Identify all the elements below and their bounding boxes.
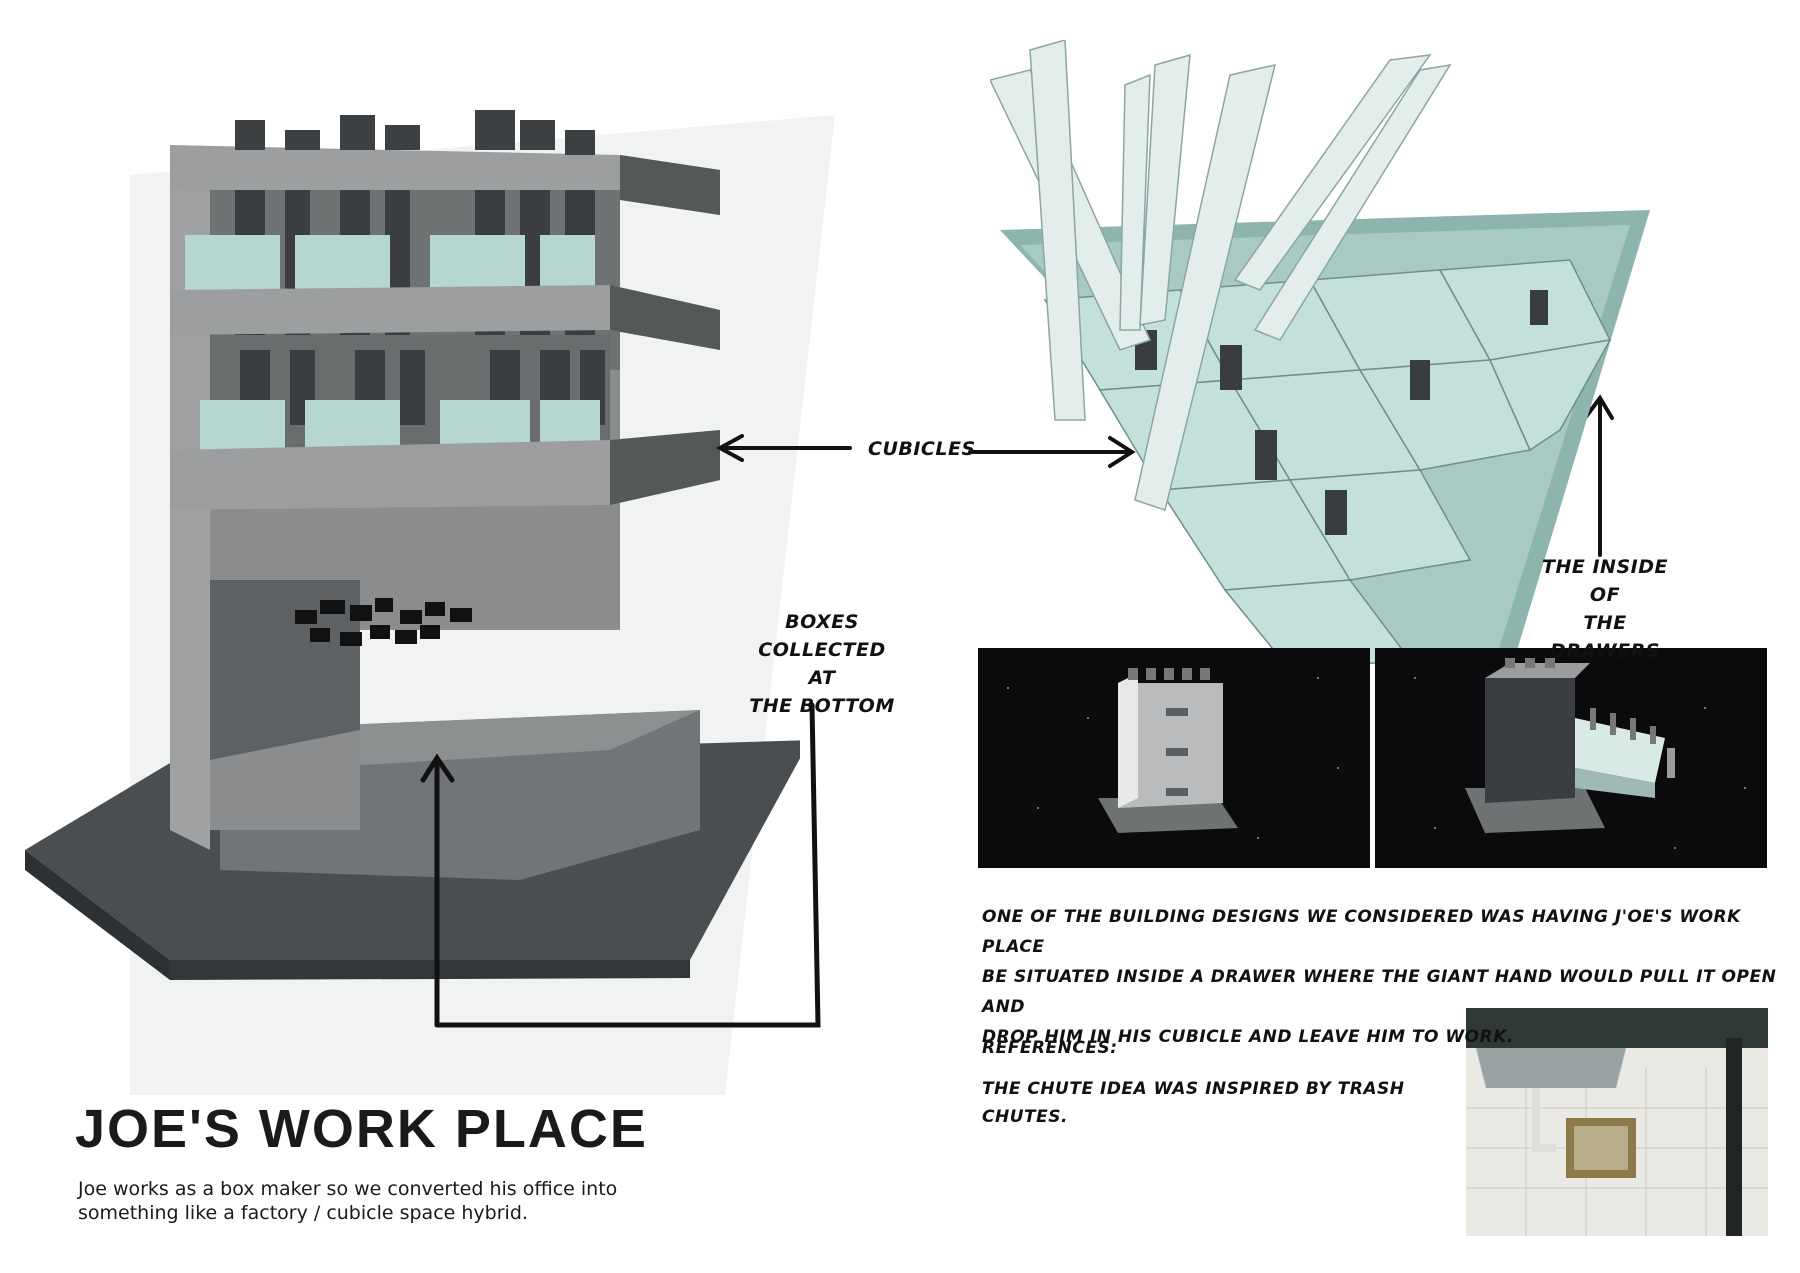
description-line-2: BE SITUATED INSIDE A DRAWER WHERE THE GI… xyxy=(982,967,1777,1017)
description-line-3: DROP HIM IN HIS CUBICLE AND LEAVE HIM TO… xyxy=(982,1027,1514,1047)
description-line-1: ONE OF THE BUILDING DESIGNS WE CONSIDERE… xyxy=(982,907,1741,957)
references-text-line-1: THE CHUTE IDEA WAS INSPIRED BY TRASH xyxy=(982,1079,1405,1099)
reference-photo-chute xyxy=(1466,1008,1768,1236)
render-open-drawer xyxy=(1375,648,1767,868)
boxes-label-line-1: BOXES xyxy=(785,611,859,633)
cubicles-label: CUBICLES xyxy=(868,438,976,460)
page-caption: Joe works as a box maker so we converted… xyxy=(78,1178,618,1224)
references-heading: REFERENCES: xyxy=(982,1038,1118,1058)
drawer-interior-sketch xyxy=(990,40,1650,740)
drawers-label: THE INSIDE OF THE DRAWERS xyxy=(1530,553,1680,665)
design-description: ONE OF THE BUILDING DESIGNS WE CONSIDERE… xyxy=(982,902,1782,1052)
render-closed-cabinet xyxy=(978,648,1370,868)
drawers-label-line-2: THE DRAWERS xyxy=(1550,612,1660,662)
factory-model xyxy=(25,110,800,980)
boxes-label-line-2: COLLECTED AT xyxy=(758,639,886,689)
page-title: JOE'S WORK PLACE xyxy=(75,1099,648,1159)
drawers-label-line-1: THE INSIDE OF xyxy=(1542,556,1668,606)
references-text: THE CHUTE IDEA WAS INSPIRED BY TRASH CHU… xyxy=(982,1075,1422,1131)
boxes-label: BOXES COLLECTED AT THE BOTTOM xyxy=(742,608,902,720)
references-text-line-2: CHUTES. xyxy=(982,1107,1068,1127)
boxes-label-line-3: THE BOTTOM xyxy=(749,695,895,717)
